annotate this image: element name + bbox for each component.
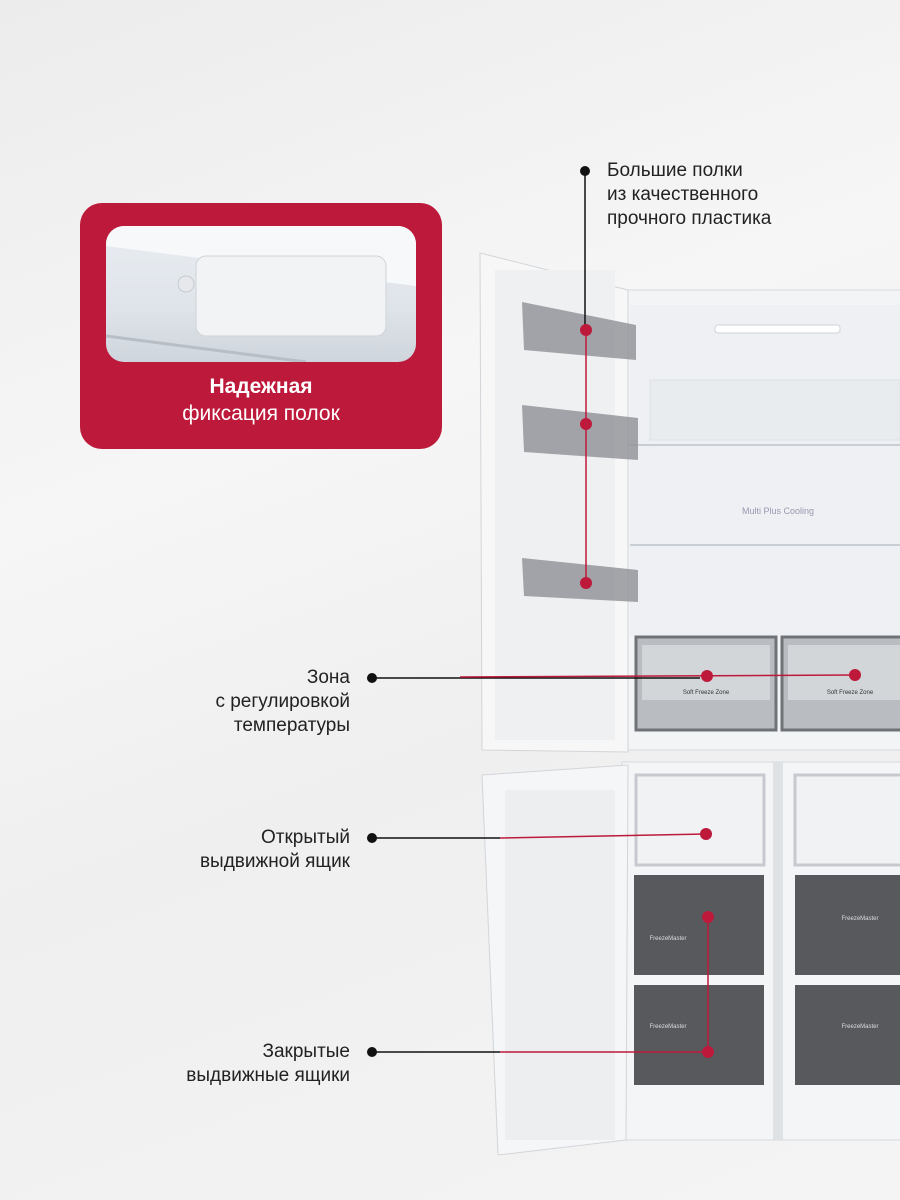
drawer-label: FreezeMaster (841, 916, 878, 922)
drawer-label: FreezeMaster (649, 1024, 686, 1030)
closed-drawer (634, 875, 764, 975)
callout-line-text: Открытый (261, 827, 350, 848)
callout-line-text: выдвижной ящик (199, 851, 350, 872)
callout-line-text: прочного пластика (607, 208, 772, 229)
card-subtitle: фиксация полок (182, 402, 340, 425)
panel-text: Multi Plus Cooling (742, 506, 814, 516)
door-shelf (522, 302, 636, 360)
drawer-label: FreezeMaster (649, 936, 686, 942)
callout-line-text: из качественного (607, 184, 759, 205)
callout-line-text: Зона (306, 667, 350, 688)
drawer-label: FreezeMaster (841, 1024, 878, 1030)
zone-label: Soft Freeze Zone (683, 690, 730, 696)
callout-closed-drawers: Закрытые выдвижные ящики (186, 1040, 350, 1088)
door-shelf (522, 405, 638, 460)
feature-card: Надежная фиксация полок (80, 203, 442, 449)
shelf-mount-photo (106, 226, 416, 362)
door-shelf (522, 558, 638, 602)
lower-left-door (481, 764, 629, 1156)
soft-freeze-drawer-left: Soft Freeze Zone (634, 635, 778, 732)
callout-shelves: Большие полки из качественного прочного … (607, 159, 771, 231)
freezer-section: FreezeMaster FreezeMaster FreezeMaster F… (621, 761, 900, 1141)
zone-label: Soft Freeze Zone (827, 690, 874, 696)
callout-lines (367, 166, 861, 1058)
callout-line-text: температуры (233, 715, 350, 736)
callout-line-text: выдвижные ящики (186, 1065, 350, 1086)
callout-line-text: Большие полки (607, 160, 743, 181)
fridge-cabinet: Multi Plus Cooling Soft Freeze Zone Soft… (621, 289, 900, 751)
upper-left-door (479, 252, 638, 753)
callout-open-drawer: Открытый выдвижной ящик (200, 826, 350, 874)
card-title: Надежная (209, 375, 313, 398)
open-drawer (634, 773, 766, 867)
callout-line-text: Закрытые (262, 1041, 350, 1062)
closed-drawer (634, 985, 764, 1085)
soft-freeze-drawer-right: Soft Freeze Zone (780, 635, 900, 732)
callout-line-text: с регулировкой (215, 691, 350, 712)
callout-zone: Зона с регулировкой температуры (215, 666, 350, 738)
